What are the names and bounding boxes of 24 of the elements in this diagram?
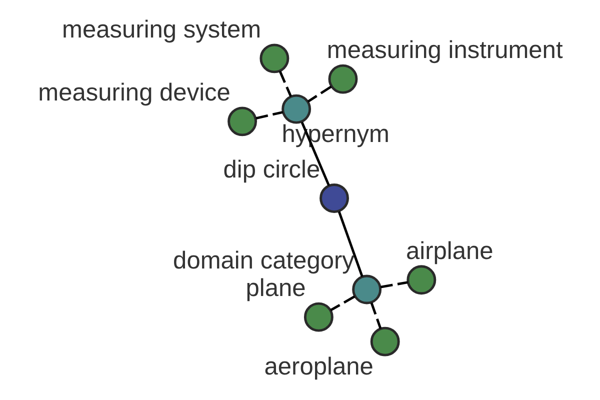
node-circle	[304, 302, 334, 332]
node-label: airplane	[406, 238, 494, 266]
node-label: measuring device	[38, 80, 230, 107]
node-circle	[282, 94, 312, 124]
node-circle	[228, 106, 258, 136]
node-circle	[370, 326, 400, 356]
node-label: measuring instrument	[326, 37, 563, 64]
node-label: aeroplane	[264, 354, 374, 381]
connector	[330, 295, 356, 312]
node-circle	[406, 265, 436, 295]
connector	[256, 110, 284, 120]
node-label: dip circle	[223, 156, 320, 184]
connector	[338, 211, 364, 277]
connector	[380, 281, 408, 288]
node-circle	[260, 44, 290, 74]
connector	[370, 302, 382, 330]
connector	[307, 86, 332, 103]
node-label: domain category	[173, 248, 354, 275]
node-label: plane	[246, 275, 306, 302]
node-circle	[328, 64, 358, 94]
node-circle	[320, 184, 349, 213]
node-label: measuring system	[62, 16, 262, 44]
connector	[278, 70, 292, 97]
node-circle	[352, 274, 382, 304]
